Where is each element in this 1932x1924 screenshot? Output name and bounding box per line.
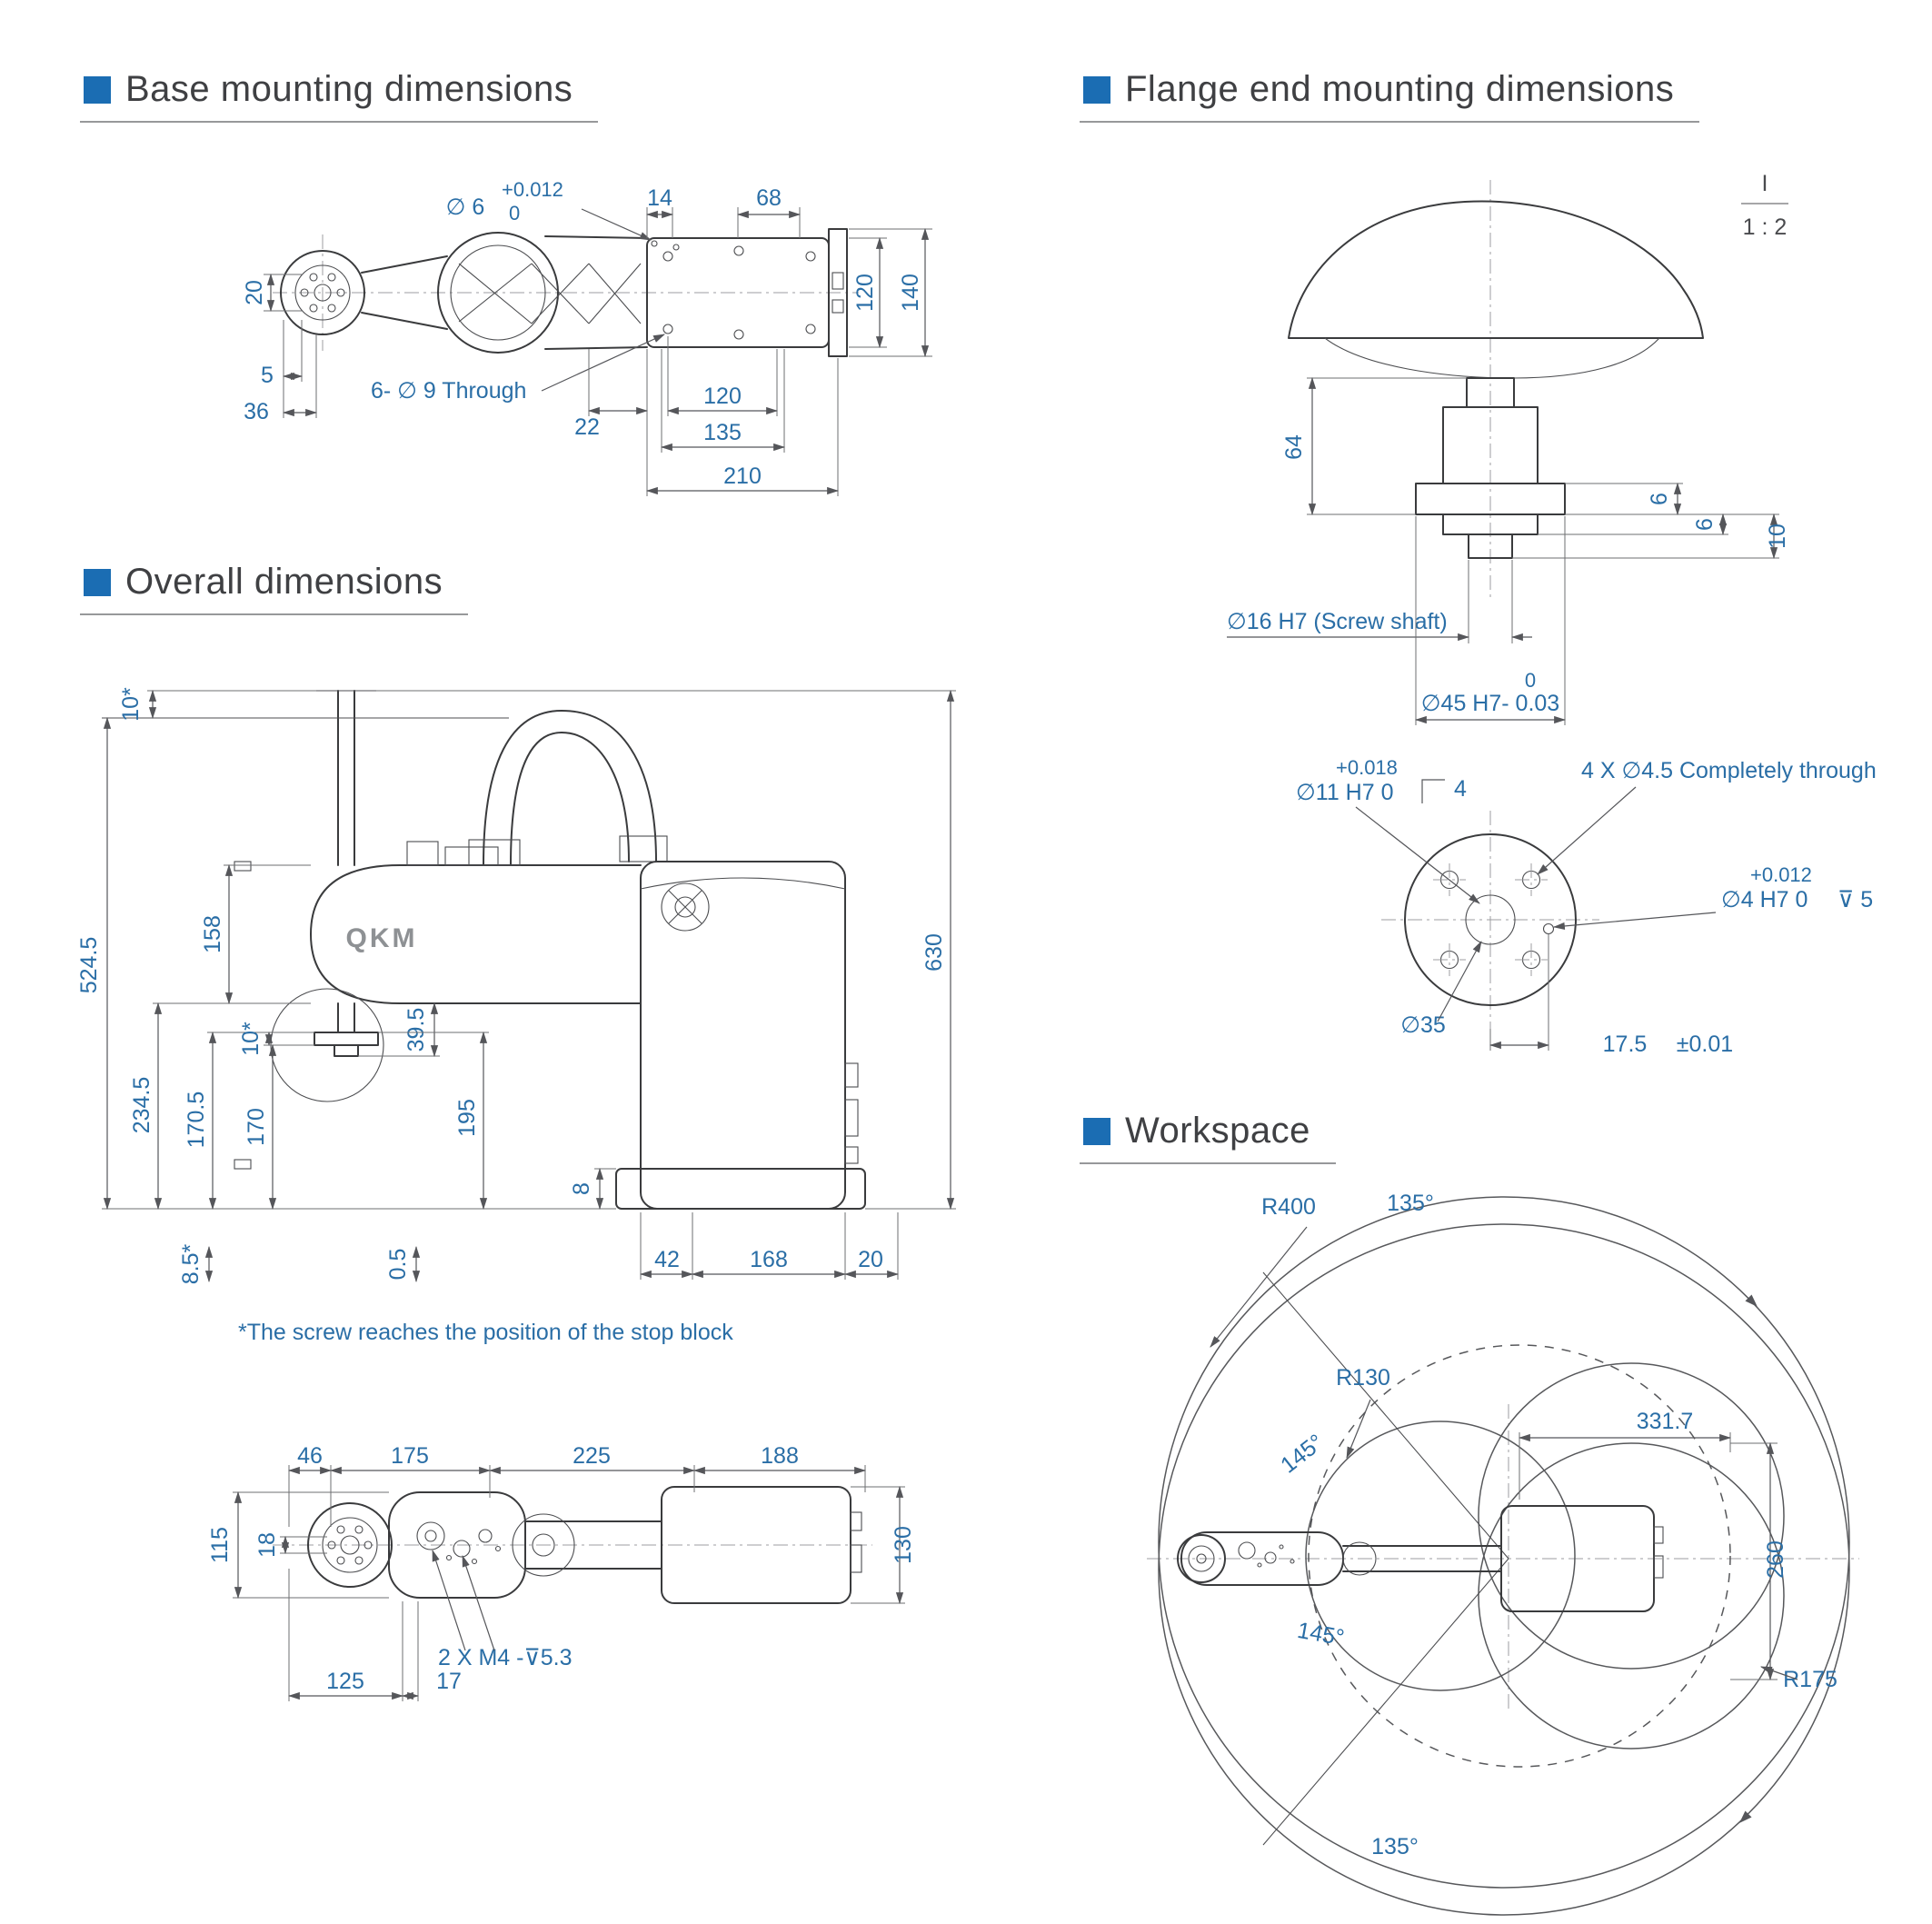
dim-20: 20 bbox=[242, 280, 267, 305]
dim-11-tol-hi: +0.018 bbox=[1336, 756, 1398, 779]
dim-10-top: 10* bbox=[118, 687, 144, 722]
section-bullet-icon bbox=[84, 75, 111, 104]
dim-68: 68 bbox=[756, 185, 782, 211]
dim-holes: 4 X ∅4.5 Completely through bbox=[1581, 758, 1877, 783]
dim-through-label: 6- ∅ 9 Through bbox=[371, 378, 526, 404]
dim-630: 630 bbox=[921, 933, 947, 972]
dim-46: 46 bbox=[297, 1443, 323, 1469]
brand-logo: QKM bbox=[346, 923, 418, 953]
dim-45-tol-hi: 0 bbox=[1525, 669, 1536, 692]
section-title-text: Base mounting dimensions bbox=[125, 69, 573, 109]
section-title-flange: Flange end mounting dimensions bbox=[1080, 69, 1700, 123]
overall-side-dimensions: 10* 524.5 158 10* 234.5 170.5 170 bbox=[76, 687, 956, 1345]
dim-234-5: 234.5 bbox=[129, 1077, 154, 1134]
dim-170: 170 bbox=[244, 1108, 269, 1146]
dim-42: 42 bbox=[654, 1247, 680, 1272]
dim-11-step: 4 bbox=[1454, 776, 1467, 802]
section-title-base: Base mounting dimensions bbox=[80, 69, 599, 123]
dim-dia6: ∅ 6 bbox=[446, 194, 485, 220]
dim-210: 210 bbox=[723, 464, 762, 489]
label-145-upper: 145° bbox=[1276, 1430, 1329, 1479]
dim-10-mid: 10* bbox=[238, 1022, 264, 1056]
dim-260: 260 bbox=[1763, 1540, 1788, 1579]
dim-120-right: 120 bbox=[852, 274, 878, 312]
dim-0-5: 0.5 bbox=[385, 1249, 411, 1281]
dim-10: 10 bbox=[1765, 523, 1790, 549]
workspace-drawing bbox=[1147, 1196, 1859, 1916]
dim-125: 125 bbox=[326, 1669, 364, 1694]
dim-tol: ±0.01 bbox=[1677, 1032, 1733, 1057]
dim-6-upper: 6 bbox=[1647, 493, 1672, 505]
base-mounting-drawing bbox=[273, 228, 859, 357]
section-title-overall: Overall dimensions bbox=[80, 562, 469, 615]
dim-18: 18 bbox=[254, 1532, 280, 1558]
dim-140: 140 bbox=[898, 274, 923, 312]
dim-4-tol-hi: +0.012 bbox=[1750, 863, 1812, 886]
dim-17: 17 bbox=[436, 1669, 462, 1694]
dim-dia6-tol-hi: +0.012 bbox=[502, 178, 563, 201]
label-r175: R175 bbox=[1783, 1667, 1837, 1692]
overall-top-dimensions: 46 175 225 188 115 18 130 2 X M4 -⊽5.3 bbox=[207, 1443, 916, 1701]
dim-20-bottom: 20 bbox=[858, 1247, 883, 1272]
dim-45: ∅45 H7- 0.03 bbox=[1421, 691, 1559, 716]
dim-6-lower: 6 bbox=[1692, 518, 1718, 531]
dim-4-depth: ⊽ 5 bbox=[1837, 887, 1873, 912]
label-r400: R400 bbox=[1261, 1194, 1316, 1220]
dim-17-5: 17.5 bbox=[1603, 1032, 1648, 1057]
dim-175: 175 bbox=[391, 1443, 429, 1469]
base-mounting-dimensions: ∅ 6 +0.012 0 14 68 120 140 bbox=[242, 178, 932, 496]
dim-36: 36 bbox=[244, 399, 269, 424]
dim-225: 225 bbox=[573, 1443, 611, 1469]
flange-dimensions: 64 6 6 10 ∅16 H7 (Screw shaft) 0 ∅45 H bbox=[1227, 376, 1877, 1057]
dim-screw-shaft: ∅16 H7 (Screw shaft) bbox=[1227, 609, 1448, 634]
view-scale: 1 : 2 bbox=[1743, 214, 1788, 240]
section-title-workspace: Workspace bbox=[1080, 1111, 1336, 1164]
footnote: *The screw reaches the position of the s… bbox=[238, 1320, 733, 1345]
overall-top-drawing bbox=[273, 1486, 872, 1604]
dim-168: 168 bbox=[750, 1247, 788, 1272]
dim-dia6-tol-lo: 0 bbox=[509, 202, 520, 224]
dim-8-5: 8.5* bbox=[178, 1243, 204, 1284]
dim-11: ∅11 H7 0 bbox=[1296, 780, 1393, 805]
dim-35: ∅35 bbox=[1400, 1012, 1446, 1038]
dim-22: 22 bbox=[574, 414, 600, 440]
dim-4: ∅4 H7 0 bbox=[1721, 887, 1808, 912]
view-mark: I bbox=[1762, 171, 1768, 196]
dim-130: 130 bbox=[891, 1526, 916, 1564]
dim-331-7: 331.7 bbox=[1637, 1409, 1694, 1434]
label-r130: R130 bbox=[1336, 1365, 1390, 1391]
dim-64: 64 bbox=[1281, 434, 1307, 460]
dim-115: 115 bbox=[207, 1527, 233, 1563]
label-135-top: 135° bbox=[1387, 1191, 1434, 1216]
section-bullet-icon bbox=[84, 568, 111, 596]
dim-m4: 2 X M4 -⊽5.3 bbox=[438, 1645, 573, 1670]
dim-14: 14 bbox=[647, 185, 672, 211]
dim-195: 195 bbox=[454, 1099, 480, 1137]
dim-8: 8 bbox=[569, 1182, 594, 1195]
section-bullet-icon bbox=[1083, 75, 1110, 104]
dim-135: 135 bbox=[703, 420, 742, 445]
dim-524-5: 524.5 bbox=[76, 937, 102, 994]
section-bullet-icon bbox=[1083, 1117, 1110, 1145]
section-title-text: Flange end mounting dimensions bbox=[1125, 69, 1675, 109]
dim-158: 158 bbox=[200, 915, 225, 953]
section-title-text: Overall dimensions bbox=[125, 562, 443, 602]
dim-188: 188 bbox=[761, 1443, 799, 1469]
label-135-bottom: 135° bbox=[1371, 1834, 1419, 1859]
dim-120-bottom: 120 bbox=[703, 384, 742, 409]
dim-170-5: 170.5 bbox=[184, 1092, 209, 1149]
workspace-labels: R400 135° R130 145° 331.7 260 145° R175 … bbox=[1210, 1191, 1837, 1859]
section-title-text: Workspace bbox=[1125, 1111, 1310, 1151]
dim-39-5: 39.5 bbox=[403, 1008, 429, 1052]
flange-drawing: I 1 : 2 bbox=[1288, 171, 1788, 1029]
dim-5: 5 bbox=[261, 363, 274, 388]
overall-side-drawing: QKM bbox=[102, 690, 866, 1210]
label-145-lower: 145° bbox=[1295, 1618, 1346, 1651]
